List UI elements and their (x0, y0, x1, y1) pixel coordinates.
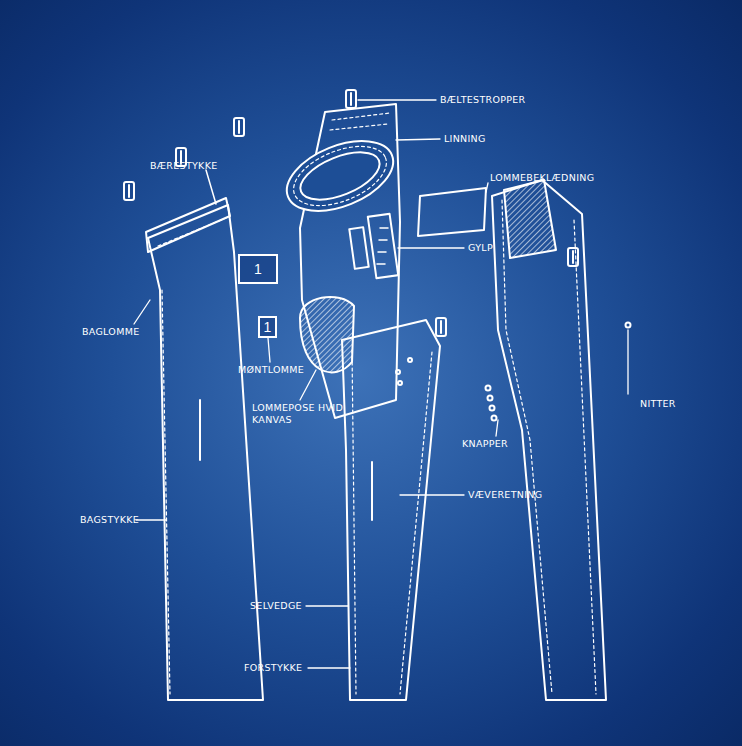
part-label: BAGLOMME (82, 326, 139, 338)
rivet (626, 323, 631, 328)
belt-loop (124, 90, 578, 336)
part-label: BAGSTYKKE (80, 514, 139, 526)
leader-line (134, 100, 628, 668)
part-label: MØNTLOMME (238, 364, 304, 376)
button (486, 386, 497, 421)
yoke (146, 198, 230, 252)
label-patch: 1 (238, 254, 278, 284)
label-patch: 1 (258, 316, 277, 338)
waistband (277, 127, 403, 225)
fly (349, 227, 368, 269)
front-piece (342, 320, 440, 700)
part-label: NITTER (640, 398, 676, 410)
part-label: BÆLTESTROPPER (440, 94, 525, 106)
part-label: LINNING (444, 133, 486, 145)
part-label: FORSTYKKE (244, 662, 302, 674)
callout-number: 1 (264, 320, 272, 334)
part-label: SELVEDGE (250, 600, 302, 612)
pocket-facing (418, 188, 486, 236)
part-label: LOMMEPOSE HVID KANVAS (252, 402, 344, 426)
callout-number: 1 (254, 262, 262, 276)
part-label: GYLP (468, 242, 493, 254)
part-label: BÆRESTYKKE (150, 160, 217, 172)
side-piece (492, 180, 606, 700)
part-label: LOMMEBEKLÆDNING (490, 172, 594, 184)
part-label: VÆVERETNING (468, 489, 542, 501)
part-label: KNAPPER (462, 438, 508, 450)
pocket-bag (300, 297, 354, 372)
